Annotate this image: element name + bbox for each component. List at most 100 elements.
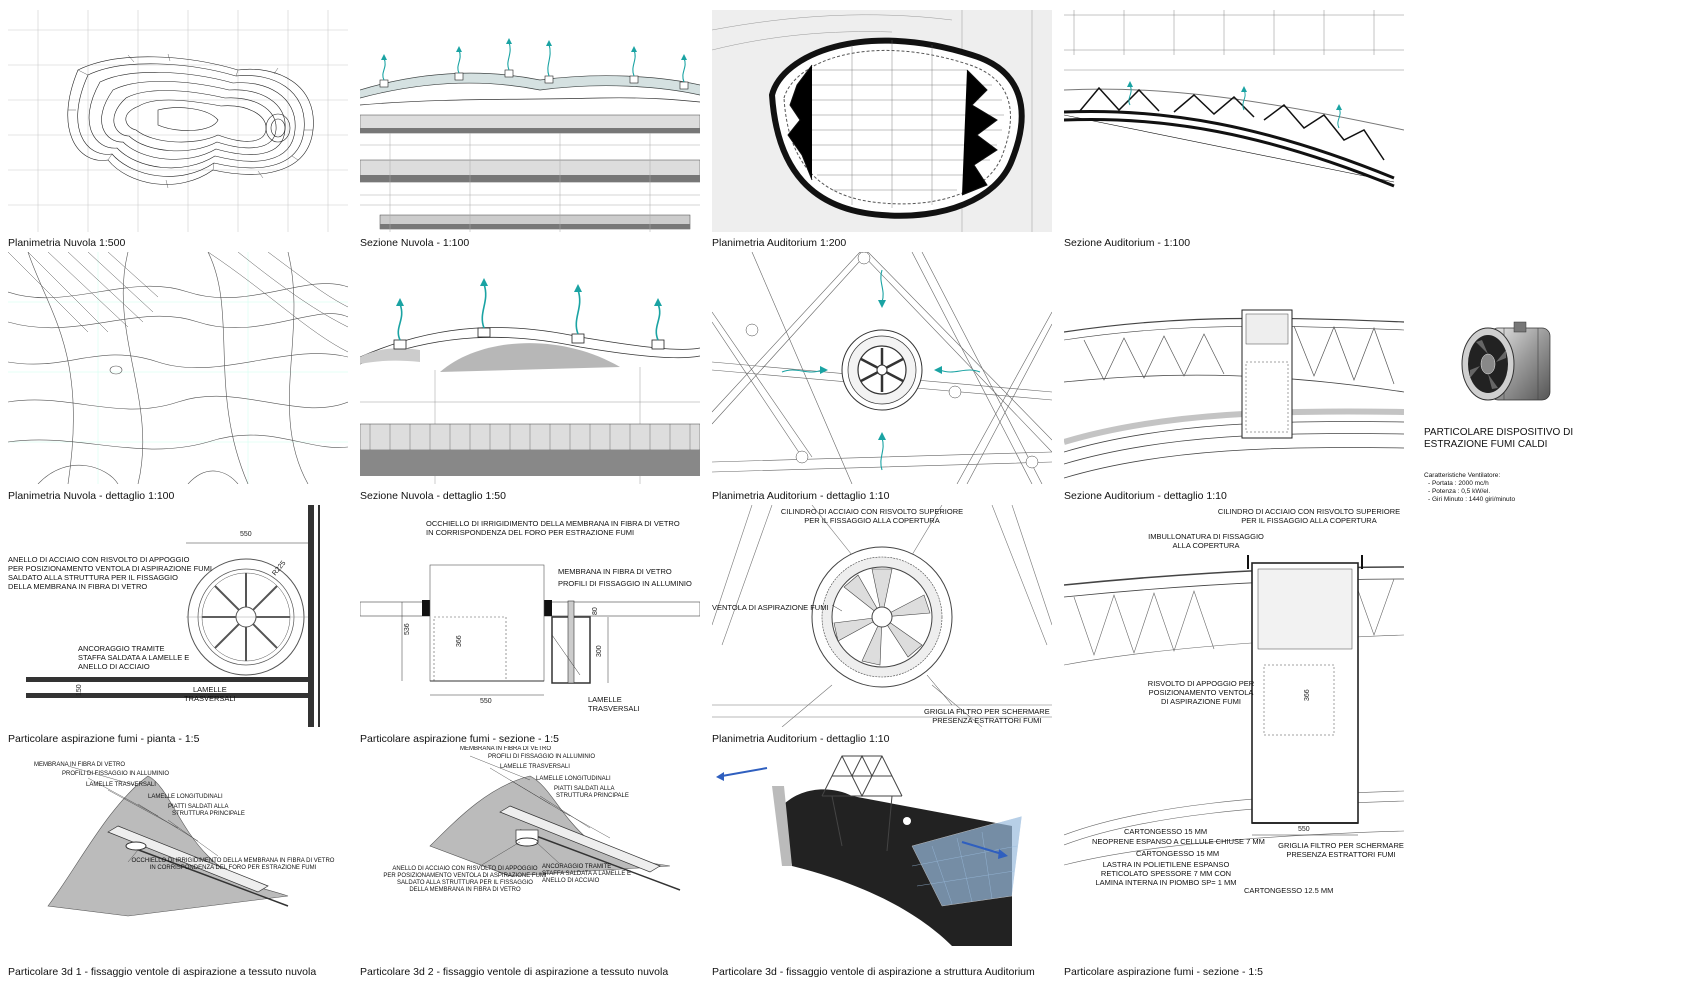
- panel-3d-1: MEMBRANA IN FIBRA DI VETRO PROFILI DI FI…: [8, 746, 348, 958]
- caption-3d-2: Particolare 3d 2 - fissaggio ventole di …: [360, 966, 669, 978]
- p42-anc-l2: STAFFA SALDATA A LAMELLE E: [542, 871, 632, 877]
- caption-planimetria-auditorium-dettaglio: Planimetria Auditorium - dettaglio 1:10: [712, 490, 890, 502]
- p34-cil-l2: PER IL FISSAGGIO ALLA COPERTURA: [1241, 516, 1377, 525]
- p31-dim-150: 150: [76, 684, 83, 696]
- p42-an-l4: DELLA MEMBRANA IN FIBRA DI VETRO: [409, 887, 521, 893]
- p34-ris-l1: RISVOLTO DI APPOGGIO PER: [1147, 679, 1255, 688]
- caption-sezione-nuvola-100: Sezione Nuvola - 1:100: [360, 237, 470, 249]
- p42-a3: LAMELLE TRASVERSALI: [500, 764, 570, 770]
- p41-a2: PROFILI DI FISSAGGIO IN ALLUMINIO: [62, 771, 170, 777]
- fan-specs: Caratteristiche Ventilatore: - Portata :…: [1424, 472, 1515, 504]
- p31-lam-l1: LAMELLE: [192, 685, 227, 694]
- p32-dim-300: 300: [596, 645, 603, 657]
- fan-section-detail-drawing: [360, 564, 700, 696]
- caption-sezione-nuvola-dettaglio: Sezione Nuvola - dettaglio 1:50: [360, 490, 506, 502]
- p31-lamelle-label: LAMELLE TRASVERSALI: [184, 685, 236, 703]
- panel-sezione-nuvola-100: [360, 10, 700, 232]
- p32-lamelle-label: LAMELLE TRASVERSALI: [588, 695, 640, 713]
- fan-title-line2: ESTRAZIONE FUMI CALDI: [1424, 439, 1548, 450]
- section-nuvola-detail-drawing: [360, 278, 700, 484]
- p33-gri-l2: PRESENZA ESTRATTORI FUMI: [932, 716, 1042, 725]
- p33-cil-l2: PER IL FISSAGGIO ALLA COPERTURA: [804, 516, 940, 525]
- p41-a5: PIATTI SALDATI ALLA: [168, 804, 229, 810]
- p42-ancoraggio: ANCORAGGIO TRAMITE STAFFA SALDATA A LAME…: [542, 864, 631, 885]
- p31-anc-l1: ANCORAGGIO TRAMITE: [78, 644, 165, 653]
- p34-cil-l1: CILINDRO DI ACCIAIO CON RISVOLTO SUPERIO…: [1217, 507, 1401, 516]
- contour-detail-drawing: [8, 252, 348, 484]
- p42-anello: ANELLO DI ACCIAIO CON RISVOLTO DI APPOGG…: [380, 866, 550, 894]
- p31-anello-l2: PER POSIZIONAMENTO VENTOLA DI ASPIRAZION…: [8, 564, 212, 573]
- fan-section-tall-drawing: [1064, 555, 1404, 866]
- p34-imbullonatura-label: IMBULLONATURA DI FISSAGGIO ALLA COPERTUR…: [1136, 532, 1276, 550]
- p31-lam-l2: TRASVERSALI: [184, 694, 236, 703]
- p41-a6: STRUTTURA PRINCIPALE: [172, 811, 245, 817]
- p31-anello-l4: DELLA MEMBRANA IN FIBRA DI VETRO: [8, 582, 148, 591]
- p32-occ-l2: IN CORRISPONDENZA DEL FORO PER ESTRAZION…: [426, 528, 635, 537]
- caption-3d-1: Particolare 3d 1 - fissaggio ventole di …: [8, 966, 317, 978]
- panel-3d-2: MEMBRANA IN FIBRA DI VETRO PROFILI DI FI…: [360, 746, 700, 958]
- p32-lam-l2: TRASVERSALI: [588, 704, 640, 713]
- p42-an-l3: SALDATO ALLA STRUTTURA PER IL FISSAGGIO: [397, 880, 533, 886]
- caption-3d-auditorium: Particolare 3d - fissaggio ventole di as…: [712, 966, 1035, 978]
- p34-cart125-label: CARTONGESSO 12.5 mm: [1244, 886, 1334, 895]
- fan-title-line1: PARTICOLARE DISPOSITIVO DI: [1424, 427, 1574, 438]
- p33-griglia-label: GRIGLIA FILTRO PER SCHERMARE PRESENZA ES…: [924, 707, 1050, 725]
- panel-sezione-auditorium-100: [1064, 10, 1404, 232]
- p32-dim-366: 366: [456, 635, 463, 647]
- panel-3d-auditorium: [712, 746, 1052, 958]
- fan-device-image: [1458, 316, 1558, 412]
- p41-a1: MEMBRANA IN FIBRA DI VETRO: [34, 762, 126, 768]
- auditorium-plan-drawing: [712, 10, 1052, 232]
- caption-aspirazione-sezione: Particolare aspirazione fumi - sezione -…: [360, 733, 560, 745]
- panel-planimetria-nuvola-500: [8, 10, 348, 232]
- panel-aspirazione-fumi-sezione-tall: CILINDRO DI ACCIAIO CON RISVOLTO SUPERIO…: [1064, 505, 1404, 959]
- p32-profili-label: PROFILI DI FISSAGGIO IN ALLUMINIO: [558, 579, 692, 588]
- p41-occ-l2: IN CORRISPONDENZA DEL FORO PER ESTRAZION…: [149, 865, 317, 871]
- p32-dim-80: 80: [592, 607, 599, 615]
- p41-occ-l1: OCCHIELLO DI IRRIGIDIMENTO DELLA MEMBRAN…: [131, 858, 335, 864]
- p42-an-l2: PER POSIZIONAMENTO VENTOLA DI ASPIRAZION…: [383, 873, 547, 879]
- caption-sezione-auditorium-dettaglio: Sezione Auditorium - dettaglio 1:10: [1064, 490, 1227, 502]
- p34-las-l2: RETICOLATO SPESSORE 7 mm CON: [1100, 869, 1232, 878]
- p42-a4: LAMELLE LONGITUDINALI: [536, 776, 611, 782]
- p31-anc-l3: ANELLO DI ACCIAIO: [78, 662, 150, 671]
- p32-dim-536: 536: [404, 623, 411, 635]
- p32-membrana-label: MEMBRANA IN FIBRA DI VETRO: [558, 567, 672, 576]
- p34-lastra-label: LASTRA IN POLIETILENE ESPANSO RETICOLATO…: [1086, 860, 1246, 887]
- p33-gri-l1: GRIGLIA FILTRO PER SCHERMARE: [924, 707, 1050, 716]
- p34-ris-l3: DI ASPIRAZIONE FUMI: [1160, 697, 1241, 706]
- p34-las-l1: LASTRA IN POLIETILENE ESPANSO: [1102, 860, 1230, 869]
- auditorium-section-detail-drawing: [1064, 309, 1404, 479]
- caption-aspirazione-pianta: Particolare aspirazione fumi - pianta - …: [8, 733, 200, 745]
- fixing-3d-2-drawing: [429, 755, 681, 891]
- auditorium-section-drawing: [1064, 10, 1404, 188]
- p42-a1: MEMBRANA IN FIBRA DI VETRO: [460, 746, 552, 752]
- caption-auditorium-dettaglio-fan: Planimetria Auditorium - dettaglio 1:10: [712, 733, 890, 745]
- p42-a2: PROFILI DI FISSAGGIO IN ALLUMINIO: [488, 754, 596, 760]
- p31-ancoraggio-label: ANCORAGGIO TRAMITE STAFFA SALDATA A LAME…: [78, 644, 189, 671]
- panel-aspirazione-pianta: ANELLO DI ACCIAIO CON RISVOLTO DI APPOGG…: [8, 505, 348, 727]
- caption-aspirazione-fumi-sezione-tall: Particolare aspirazione fumi - sezione -…: [1064, 966, 1264, 978]
- p41-occhiello: OCCHIELLO DI IRRIGIDIMENTO DELLA MEMBRAN…: [118, 858, 348, 872]
- panel-sezione-nuvola-dettaglio: [360, 252, 700, 484]
- p34-cart15b-label: CARTONGESSO 15 mm: [1136, 849, 1220, 858]
- p33-cil-l1: CILINDRO DI ACCIAIO CON RISVOLTO SUPERIO…: [780, 507, 964, 516]
- contour-plan-drawing: [8, 10, 348, 232]
- p41-a3: LAMELLE TRASVERSALI: [86, 782, 156, 788]
- auditorium-fan-plan-drawing: [712, 252, 1052, 484]
- p34-ris-l2: POSIZIONAMENTO VENTOLA: [1148, 688, 1254, 697]
- panel-sezione-auditorium-dettaglio: [1064, 252, 1404, 484]
- p32-lam-l1: LAMELLE: [588, 695, 622, 704]
- p32-occ-l1: OCCHIELLO DI IRRIGIDIMENTO DELLA MEMBRAN…: [426, 519, 680, 528]
- panel-auditorium-dettaglio-fan: CILINDRO DI ACCIAIO CON RISVOLTO SUPERIO…: [712, 505, 1052, 727]
- p41-a4: LAMELLE LONGITUDINALI: [148, 794, 223, 800]
- p34-cilindro-label: CILINDRO DI ACCIAIO CON RISVOLTO SUPERIO…: [1214, 507, 1404, 525]
- p34-griglia-label: GRIGLIA FILTRO PER SCHERMARE PRESENZA ES…: [1276, 841, 1404, 859]
- caption-planimetria-auditorium-200: Planimetria Auditorium 1:200: [712, 237, 847, 249]
- p34-imb-l1: IMBULLONATURA DI FISSAGGIO: [1148, 532, 1264, 541]
- p31-dim-550: 550: [240, 531, 252, 538]
- panel-aspirazione-sezione: OCCHIELLO DI IRRIGIDIMENTO DELLA MEMBRAN…: [360, 505, 700, 727]
- axial-fan-icon: [1461, 321, 1551, 401]
- p42-anc-l1: ANCORAGGIO TRAMITE: [542, 864, 612, 870]
- p42-an-l1: ANELLO DI ACCIAIO CON RISVOLTO DI APPOGG…: [392, 866, 538, 872]
